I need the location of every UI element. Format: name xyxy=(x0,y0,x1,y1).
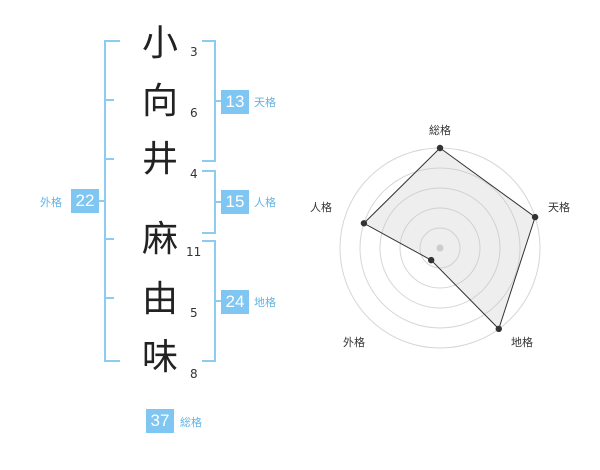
tenkaku-label: 天格 xyxy=(254,96,276,109)
gaikaku-bracket xyxy=(104,40,120,362)
chikaku-label: 地格 xyxy=(254,296,276,309)
gaikaku-badge: 22 xyxy=(71,189,99,213)
name-char-3: 井 xyxy=(141,139,178,180)
radar-axis-label-1: 総格 xyxy=(429,123,451,137)
name-char-2: 向 xyxy=(141,81,178,122)
radar-point-5 xyxy=(360,220,368,227)
soukaku-badge: 37 xyxy=(146,409,174,433)
radar-ring-4 xyxy=(359,167,521,329)
jinkaku-bracket-tick xyxy=(214,201,222,203)
tenkaku-badge: 13 xyxy=(221,90,249,114)
jinkaku-label: 人格 xyxy=(254,196,276,209)
bracket-inner-tick-3 xyxy=(104,238,114,240)
radar-point-4 xyxy=(427,256,435,264)
gaikaku-bracket-tick xyxy=(94,200,104,202)
radar-center-dot xyxy=(436,244,444,252)
radar-ring-1 xyxy=(419,227,461,269)
radar-axis-label-3: 地格 xyxy=(511,335,533,349)
tenkaku-bracket-tick xyxy=(214,100,222,102)
soukaku-label: 総格 xyxy=(180,416,202,429)
bracket-inner-tick-1 xyxy=(104,99,114,101)
stroke-count-5: 5 xyxy=(190,306,198,320)
radar-ring-2 xyxy=(399,207,481,289)
radar-axis-label-2: 天格 xyxy=(548,200,570,214)
chikaku-bracket-tick xyxy=(214,300,222,302)
radar-ring-3 xyxy=(379,187,501,309)
radar-point-3 xyxy=(495,325,502,333)
radar-axis-label-4: 外格 xyxy=(343,335,365,349)
jinkaku-badge: 15 xyxy=(221,190,249,214)
stroke-count-2: 6 xyxy=(190,106,198,120)
bracket-inner-tick-4 xyxy=(104,297,114,299)
radar-polygon xyxy=(363,147,536,330)
radar-point-2 xyxy=(531,213,539,221)
stroke-count-1: 3 xyxy=(190,45,198,59)
radar-point-1 xyxy=(436,144,444,152)
stroke-count-4: 11 xyxy=(186,245,202,259)
chikaku-badge: 24 xyxy=(221,290,249,314)
name-char-4: 麻 xyxy=(141,219,178,260)
bracket-inner-tick-2 xyxy=(104,158,114,160)
name-char-6: 味 xyxy=(141,337,178,378)
stroke-count-6: 8 xyxy=(190,367,198,381)
radar-axis-label-5: 人格 xyxy=(310,200,332,214)
name-char-5: 由 xyxy=(141,279,178,320)
name-char-1: 小 xyxy=(141,23,178,64)
gaikaku-label: 外格 xyxy=(40,196,62,209)
stroke-count-3: 4 xyxy=(190,167,198,181)
